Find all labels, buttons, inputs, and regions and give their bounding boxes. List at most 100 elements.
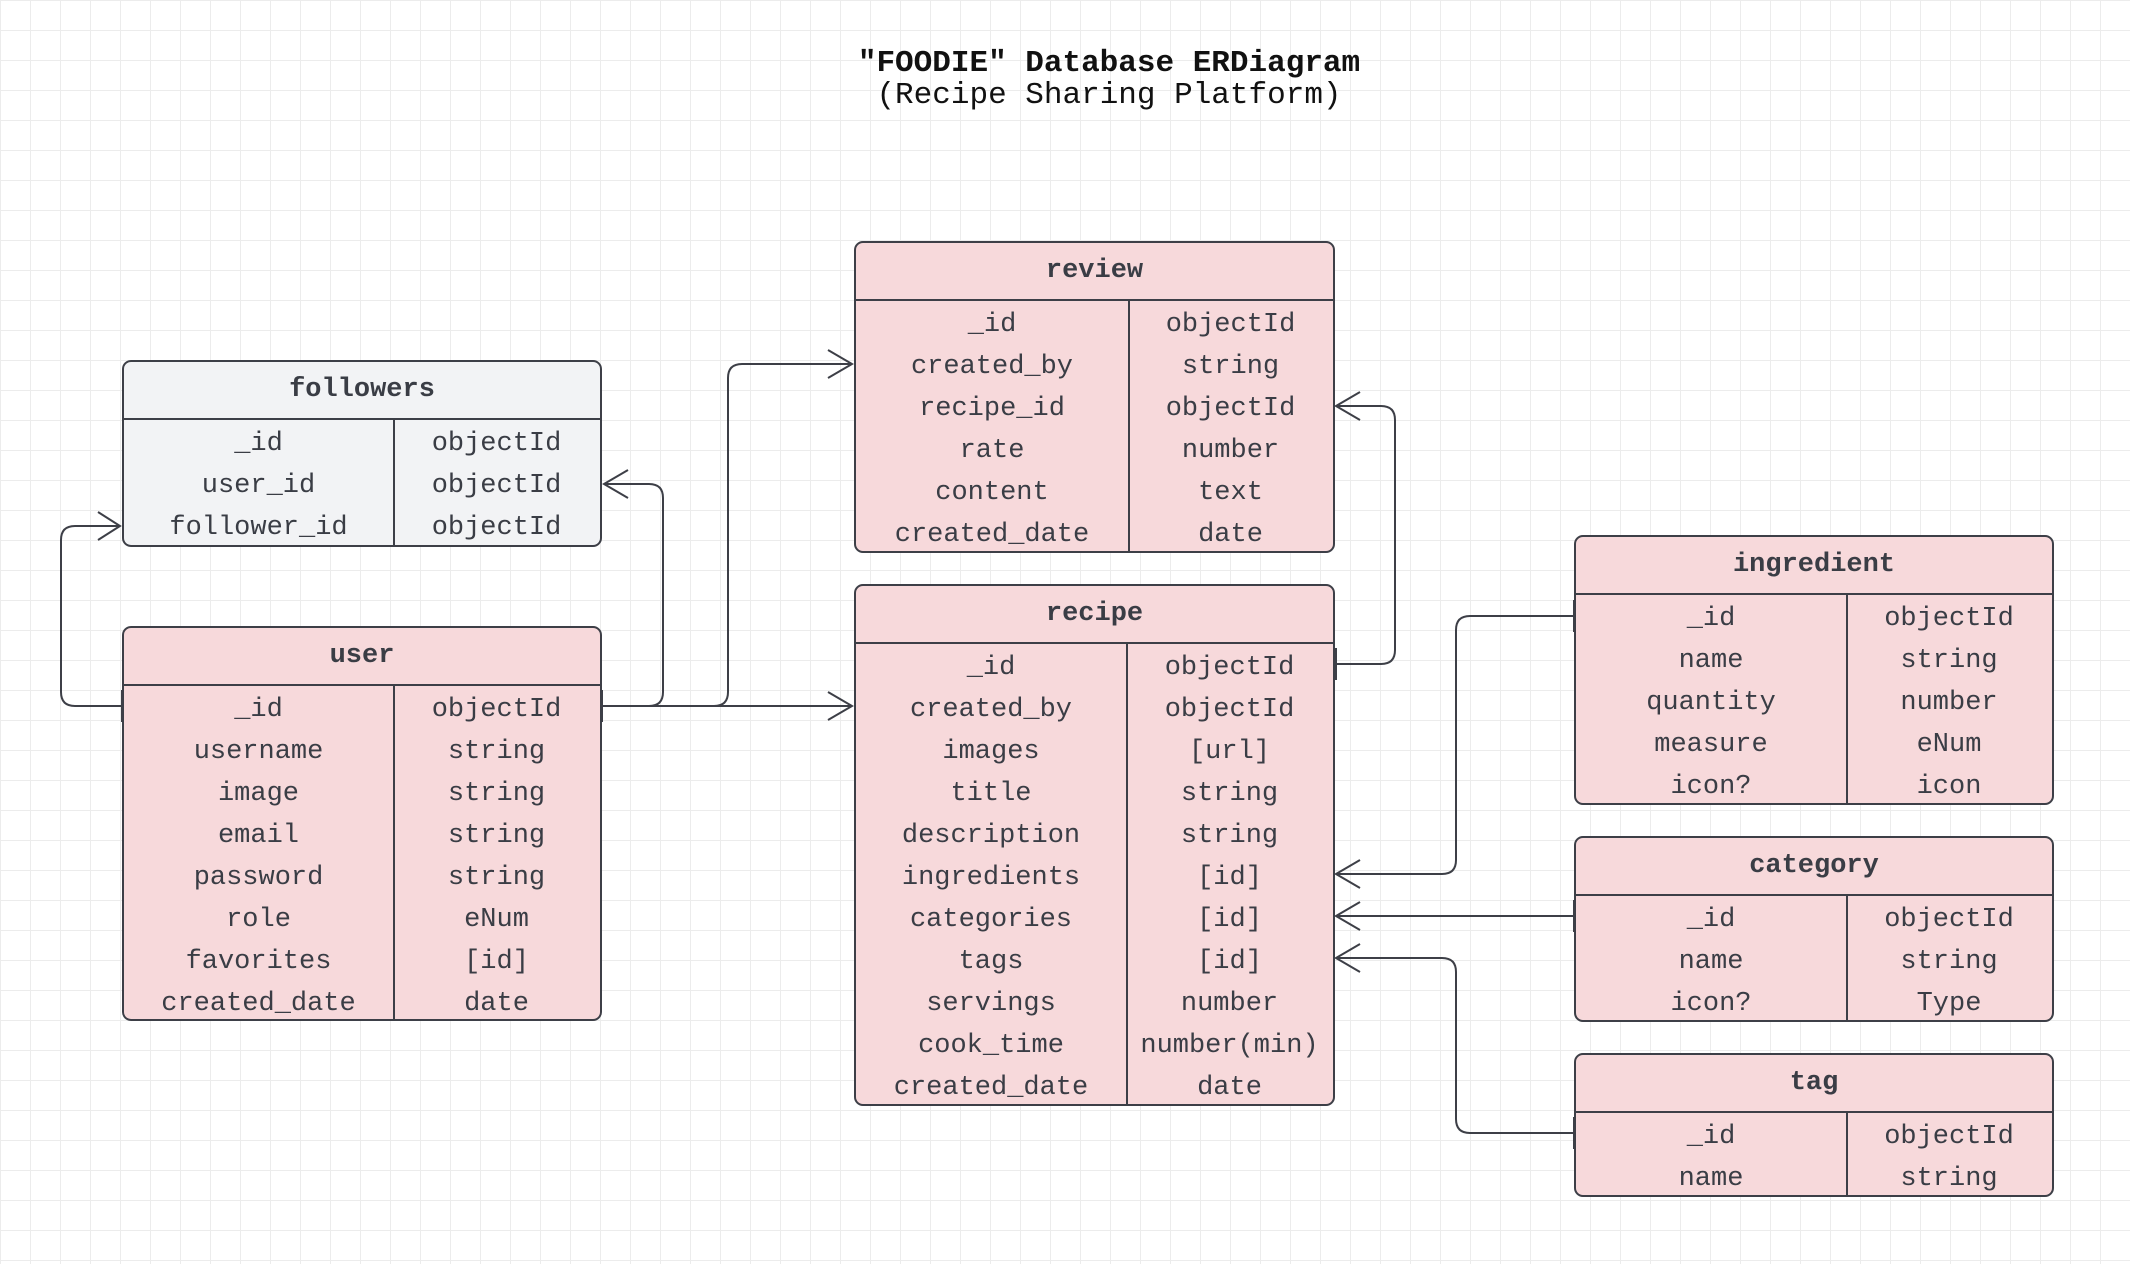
column-divider: [1846, 896, 1848, 1020]
field-row: username string: [124, 731, 600, 773]
field-name: image: [217, 779, 299, 809]
field-type: string: [1180, 779, 1279, 809]
field-name: password: [193, 863, 324, 893]
field-name: favorites: [185, 947, 332, 977]
diagram-title: "FOODIE" Database ERDiagram: [857, 46, 1361, 81]
rel-user-user-id-crowfoot: [602, 469, 629, 499]
field-row: created_by objectId: [856, 689, 1333, 731]
field-type: string: [447, 737, 546, 767]
field-type: text: [1198, 478, 1263, 508]
entity-fields: _id objectId username string image strin…: [124, 686, 600, 1019]
field-type: Type: [1916, 989, 1982, 1019]
field-type: objectId: [1164, 695, 1295, 725]
field-name: icon?: [1670, 772, 1752, 802]
entity-ingredient[interactable]: ingredient _id objectId name string quan…: [1574, 535, 2054, 805]
field-type: string: [447, 821, 546, 851]
entity-header: user: [124, 628, 600, 686]
field-type: string: [1181, 352, 1280, 382]
entity-followers[interactable]: followers _id objectId user_id objectId …: [122, 360, 602, 547]
entity-user[interactable]: user _id objectId username string image …: [122, 626, 602, 1021]
field-row: follower_id objectId: [124, 507, 600, 545]
rel-tag-recipe-crowfoot: [1334, 943, 1361, 973]
entity-fields: _id objectId created_by string recipe_id…: [856, 301, 1333, 551]
field-type: [id]: [1197, 863, 1262, 893]
field-name: created_by: [909, 695, 1073, 725]
field-name: name: [1678, 646, 1744, 676]
field-row: ingredients [id]: [856, 857, 1333, 899]
entity-fields: _id objectId name string icon? Type: [1576, 896, 2052, 1020]
field-type: number: [1181, 436, 1280, 466]
rel-user-review-crowfoot: [827, 349, 854, 379]
entity-recipe[interactable]: recipe _id objectId created_by objectId …: [854, 584, 1335, 1106]
field-type: objectId: [1165, 394, 1296, 424]
field-row: created_date date: [856, 1067, 1333, 1104]
field-name: title: [950, 779, 1032, 809]
entity-review[interactable]: review _id objectId created_by string re…: [854, 241, 1335, 553]
field-name: ingredients: [901, 863, 1081, 893]
field-type: objectId: [1164, 653, 1295, 683]
field-name: follower_id: [169, 513, 348, 543]
field-name: created_date: [161, 989, 356, 1019]
entity-header: category: [1576, 838, 2052, 896]
field-row: _id objectId: [1576, 1116, 2052, 1158]
field-row: categories [id]: [856, 899, 1333, 941]
field-row: password string: [124, 857, 600, 899]
field-type: string: [1900, 1164, 1998, 1194]
field-type: string: [447, 863, 546, 893]
entity-fields: _id objectId created_by objectId images …: [856, 644, 1333, 1104]
field-name: description: [901, 821, 1081, 851]
field-row: _id objectId: [1576, 598, 2052, 640]
field-type: [id]: [464, 947, 529, 977]
field-row: icon? Type: [1576, 983, 2052, 1020]
entity-fields: _id objectId name string quantity number…: [1576, 595, 2052, 803]
field-name: _id: [234, 695, 283, 725]
field-name: _id: [1686, 1122, 1736, 1152]
field-row: _id objectId: [1576, 899, 2052, 941]
field-name: _id: [966, 653, 1016, 683]
field-row: measure eNum: [1576, 724, 2052, 766]
field-type: objectId: [431, 429, 562, 459]
field-type: string: [1900, 947, 1998, 977]
field-name: tags: [958, 947, 1024, 977]
field-type: date: [464, 989, 529, 1019]
field-name: recipe_id: [919, 394, 1065, 424]
field-name: created_by: [910, 352, 1074, 382]
rel-tag-recipe: [1336, 957, 1574, 1134]
field-row: recipe_id objectId: [856, 388, 1333, 430]
column-divider: [1126, 644, 1128, 1104]
field-row: image string: [124, 773, 600, 815]
field-type: [id]: [1197, 905, 1262, 935]
field-name: measure: [1654, 730, 1768, 760]
field-type: eNum: [464, 905, 529, 935]
field-row: created_date date: [856, 514, 1333, 551]
field-row: content text: [856, 472, 1333, 514]
column-divider: [1846, 1113, 1848, 1195]
field-name: _id: [1686, 604, 1736, 634]
field-name: role: [226, 905, 291, 935]
entity-category[interactable]: category _id objectId name string icon? …: [1574, 836, 2054, 1022]
diagram-subtitle: (Recipe Sharing Platform): [876, 78, 1342, 113]
rel-recipe-review: [1336, 405, 1396, 665]
entity-header: tag: [1576, 1055, 2052, 1113]
field-type: number: [1900, 688, 1998, 718]
entity-fields: _id objectId user_id objectId follower_i…: [124, 420, 600, 545]
field-name: images: [942, 737, 1040, 767]
field-row: name string: [1576, 640, 2052, 682]
rel-user-recipe-crowfoot: [827, 691, 854, 721]
field-name: icon?: [1670, 989, 1752, 1019]
field-name: quantity: [1646, 688, 1776, 718]
entity-tag[interactable]: tag _id objectId name string: [1574, 1053, 2054, 1197]
rel-recipe-review-crowfoot: [1334, 391, 1361, 421]
field-row: _id objectId: [856, 304, 1333, 346]
field-row: rate number: [856, 430, 1333, 472]
field-type: icon: [1916, 772, 1982, 802]
diagram-title-block: "FOODIE" Database ERDiagram (Recipe Shar…: [0, 48, 2130, 112]
field-row: cook_time number(min): [856, 1025, 1333, 1067]
rel-ingredient-recipe: [1336, 615, 1574, 875]
field-name: _id: [234, 429, 283, 459]
field-name: created_date: [894, 520, 1090, 550]
column-divider: [1846, 595, 1848, 803]
rel-ingredient-recipe-crowfoot: [1334, 859, 1361, 889]
rel-category-recipe-crowfoot: [1334, 901, 1361, 931]
field-name: name: [1678, 1164, 1744, 1194]
